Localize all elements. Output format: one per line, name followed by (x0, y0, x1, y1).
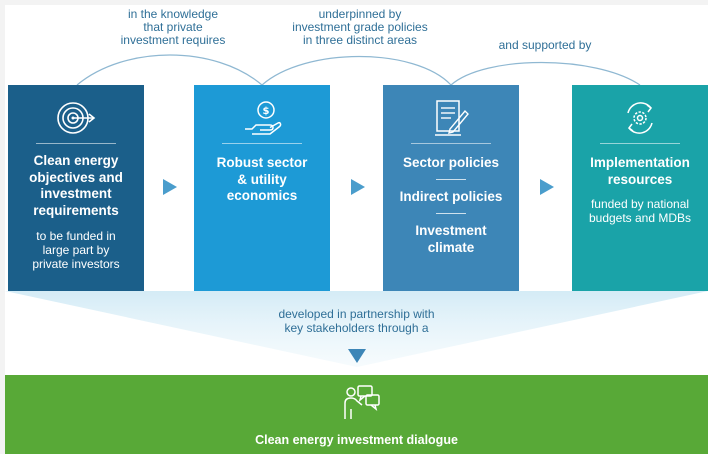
connector-label-3: and supported by (475, 39, 615, 52)
box-subtitle: funded by national budgets and MDBs (578, 197, 702, 225)
arc-1 (76, 54, 263, 86)
connector-label-2: underpinned by investment grade policies… (270, 8, 450, 47)
policy-item-sector: Sector policies (389, 155, 513, 172)
box-policies: Sector policies Indirect policies Invest… (383, 85, 519, 291)
presenter-chat-icon (344, 385, 380, 419)
box-divider (222, 143, 302, 144)
connector-label-line: in the knowledge (127, 7, 219, 21)
box-title-line: & utility (237, 171, 287, 187)
box-title-line: economics (226, 188, 298, 203)
dialogue-bar: Clean energy investment dialogue (5, 375, 708, 454)
arc-3 (450, 61, 641, 86)
target-icon (57, 102, 96, 134)
connector-label-1: in the knowledge that private investment… (93, 8, 253, 47)
partnership-label-line: key stakeholders through a (284, 321, 429, 335)
policy-item-investment-climate: Investment climate (389, 223, 513, 256)
box-divider (36, 143, 116, 144)
box-title: Implementation resources (578, 155, 702, 188)
box-subtitle-line: budgets and MDBs (588, 211, 692, 225)
box-title: Clean energy objectives and investment r… (14, 153, 138, 219)
box-clean-energy-objectives: Clean energy objectives and investment r… (8, 85, 144, 291)
box-title-line: Robust sector (216, 155, 308, 170)
box-subtitle-line: to be funded in (36, 229, 116, 243)
funnel-shape (5, 291, 708, 367)
policy-divider (436, 179, 466, 180)
policy-item-line: Investment (415, 223, 487, 238)
connector-label-line: underpinned by (318, 7, 402, 21)
box-title: Robust sector & utility economics (200, 155, 324, 205)
box-subtitle-line: large part by (42, 243, 110, 257)
dialogue-label: Clean energy investment dialogue (255, 433, 458, 447)
policy-item-line: Sector policies (402, 155, 500, 170)
chevron-right-icon (163, 179, 177, 195)
policy-item-line: climate (427, 239, 475, 255)
box-title-line: Clean energy (33, 153, 119, 168)
box-title-line: Implementation (590, 155, 690, 170)
arc-2 (261, 56, 452, 86)
connector-label-line: investment requires (120, 33, 226, 47)
box-robust-sector: $ Robust sector & utility economics (194, 85, 330, 291)
box-title-line: investment (40, 186, 112, 201)
chevron-right-icon (351, 179, 365, 195)
policy-divider (436, 213, 466, 214)
box-title-line: resources (607, 171, 673, 187)
policy-item-indirect: Indirect policies (389, 189, 513, 206)
connector-label-line: investment grade policies (292, 20, 428, 34)
hand-coin-icon: $ (245, 101, 282, 135)
partnership-label: developed in partnership with key stakeh… (5, 307, 708, 335)
diagram-canvas: in the knowledge that private investment… (5, 5, 708, 454)
connector-label-line: and supported by (498, 38, 592, 52)
box-subtitle-line: private investors (32, 257, 120, 271)
box-implementation-resources: Implementation resources funded by natio… (572, 85, 708, 291)
box-divider (411, 143, 491, 144)
document-pen-icon (435, 100, 469, 136)
down-arrow-icon (348, 349, 366, 363)
chevron-right-icon (540, 179, 554, 195)
connector-label-line: that private (143, 20, 203, 34)
box-title-line: objectives and (29, 169, 123, 185)
box-subtitle-line: funded by national (590, 197, 690, 211)
partnership-label-line: developed in partnership with (278, 307, 435, 321)
connector-label-line: in three distinct areas (302, 33, 418, 47)
gear-cycle-icon (627, 102, 653, 134)
box-title-line: requirements (33, 202, 119, 218)
box-subtitle: to be funded in large part by private in… (14, 229, 138, 271)
policy-item-line: Indirect policies (399, 189, 503, 204)
connector-arcs (5, 54, 708, 367)
svg-text:$: $ (263, 106, 270, 117)
box-divider (600, 143, 680, 144)
